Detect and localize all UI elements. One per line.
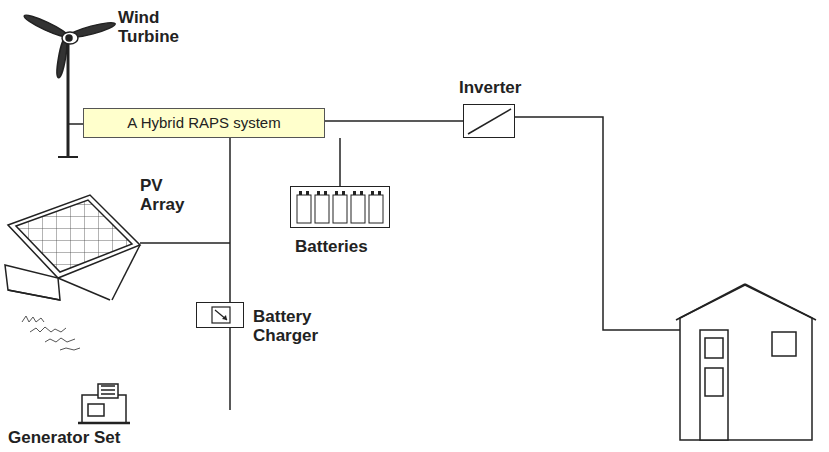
component-heading: Inverter — [459, 78, 549, 97]
battery-bank: Batteries — [290, 186, 390, 228]
house — [676, 284, 816, 440]
pv-array-label: PV Array — [140, 176, 200, 214]
wire-connector — [230, 138, 231, 302]
component-icon — [197, 303, 243, 327]
battery-charger-box: Battery Charger — [196, 302, 244, 328]
wiring — [68, 117, 680, 410]
wire-connector — [340, 138, 341, 186]
generator-set — [78, 384, 130, 423]
component-heading: Batteries — [295, 237, 405, 256]
turbine-label: Wind Turbine — [118, 8, 188, 46]
component-heading: Battery Charger — [253, 307, 343, 345]
grass-texture — [22, 316, 80, 350]
wire-connector — [325, 121, 463, 122]
system-label: A Hybrid RAPS system — [84, 109, 324, 137]
pv-array — [5, 195, 140, 300]
component-icon — [291, 187, 389, 227]
generator-label: Generator Set — [8, 428, 178, 447]
inverter-box: Inverter — [463, 104, 515, 138]
component-icon — [464, 105, 514, 137]
system-label-box: A Hybrid RAPS system — [83, 108, 325, 138]
